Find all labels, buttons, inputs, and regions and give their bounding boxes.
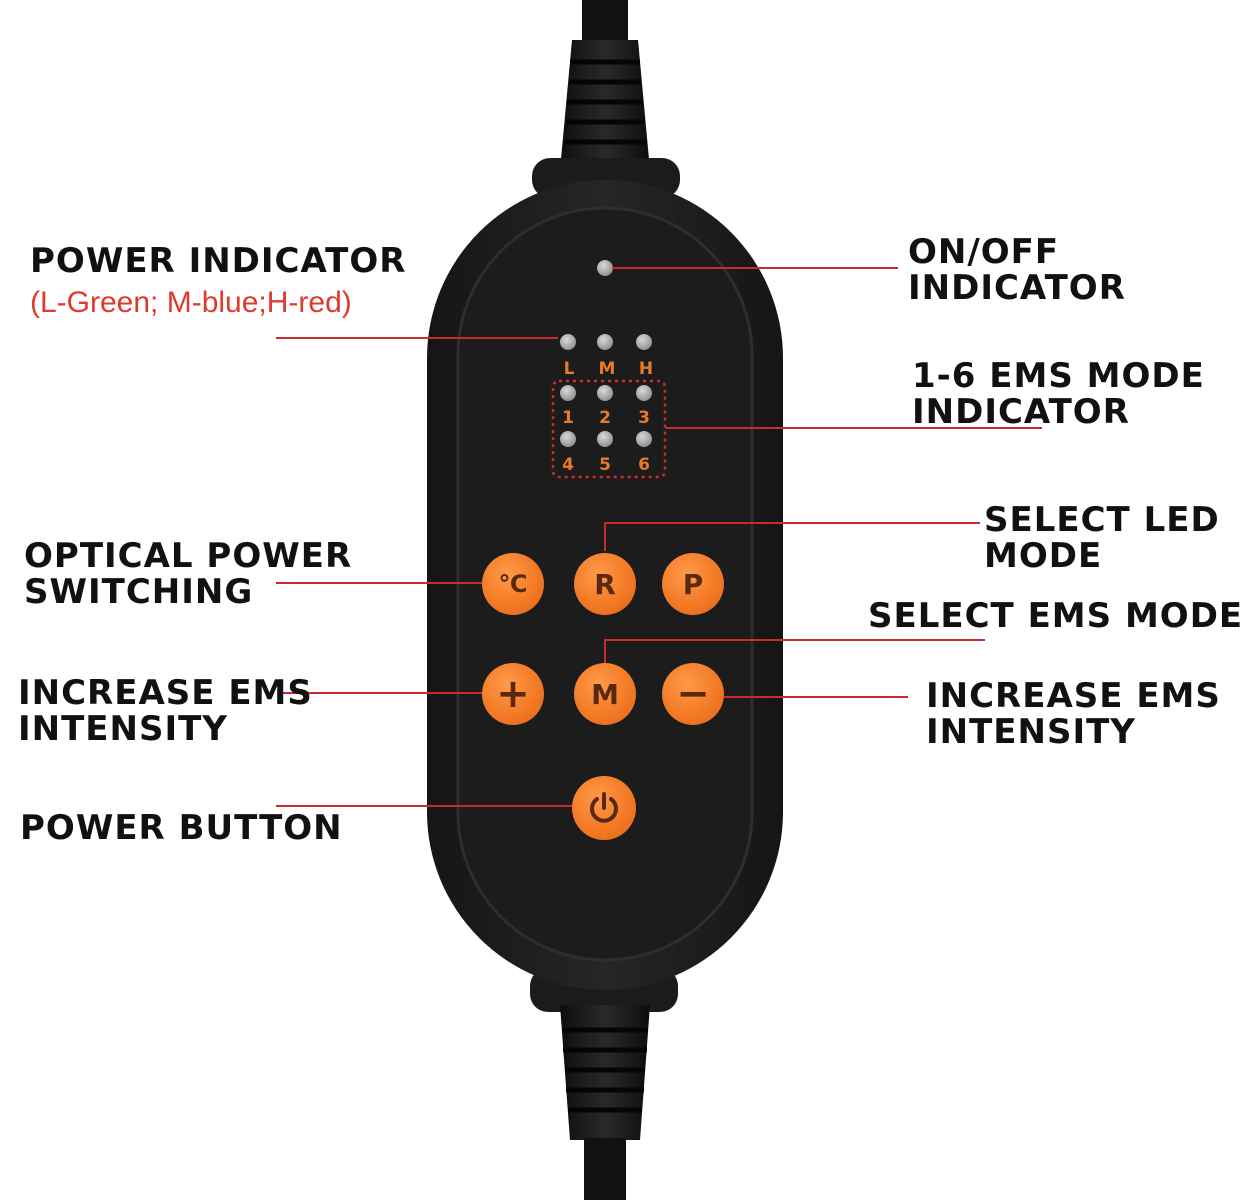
label-power-indicator: POWER INDICATOR bbox=[30, 241, 407, 281]
level-letter-l: L bbox=[564, 359, 575, 379]
mode-number-5: 5 bbox=[599, 455, 611, 475]
label-power-button: POWER BUTTON bbox=[20, 808, 343, 848]
diagram: L M H 1 2 3 4 5 6 ℃ R P + M − bbox=[18, 0, 1242, 1200]
label-increase-ems-left: INCREASE EMS INTENSITY bbox=[18, 673, 313, 749]
mode-number-6: 6 bbox=[638, 455, 650, 475]
led-h bbox=[636, 334, 652, 350]
led-l bbox=[560, 334, 576, 350]
cable-bottom bbox=[530, 968, 678, 1200]
label-power-indicator-sub: (L-Green; M-blue;H-red) bbox=[30, 286, 352, 319]
r-button[interactable]: R bbox=[574, 553, 636, 615]
leader-select-ems bbox=[604, 639, 985, 665]
label-ems-mode-indicator: 1-6 EMS MODE INDICATOR bbox=[912, 356, 1205, 432]
level-leds bbox=[560, 334, 652, 350]
power-button[interactable] bbox=[572, 776, 636, 840]
level-letter-h: H bbox=[639, 359, 653, 379]
cable-top bbox=[532, 0, 680, 198]
led-m bbox=[597, 334, 613, 350]
power-icon bbox=[590, 792, 618, 823]
celsius-button[interactable]: ℃ bbox=[482, 553, 544, 615]
level-letter-m: M bbox=[599, 359, 616, 379]
label-optical-power-switching: OPTICAL POWER SWITCHING bbox=[24, 536, 353, 612]
label-select-led-mode: SELECT LED MODE bbox=[984, 500, 1220, 576]
minus-button[interactable]: − bbox=[662, 663, 724, 725]
label-onoff-indicator: ON/OFF INDICATOR bbox=[908, 232, 1126, 308]
label-select-ems-mode: SELECT EMS MODE bbox=[868, 596, 1243, 636]
m-button[interactable]: M bbox=[574, 663, 636, 725]
mode-number-2: 2 bbox=[599, 408, 611, 428]
mode-number-1: 1 bbox=[562, 408, 574, 428]
p-button[interactable]: P bbox=[662, 553, 724, 615]
mode-number-4: 4 bbox=[562, 455, 574, 475]
plus-button[interactable]: + bbox=[482, 663, 544, 725]
mode-leds bbox=[560, 385, 652, 447]
leader-lines bbox=[276, 267, 1042, 807]
mode-number-3: 3 bbox=[638, 408, 650, 428]
leader-select-led bbox=[604, 522, 980, 551]
onoff-led bbox=[597, 260, 613, 276]
mode-grid-frame bbox=[551, 379, 667, 479]
label-increase-ems-right: INCREASE EMS INTENSITY bbox=[926, 676, 1221, 752]
